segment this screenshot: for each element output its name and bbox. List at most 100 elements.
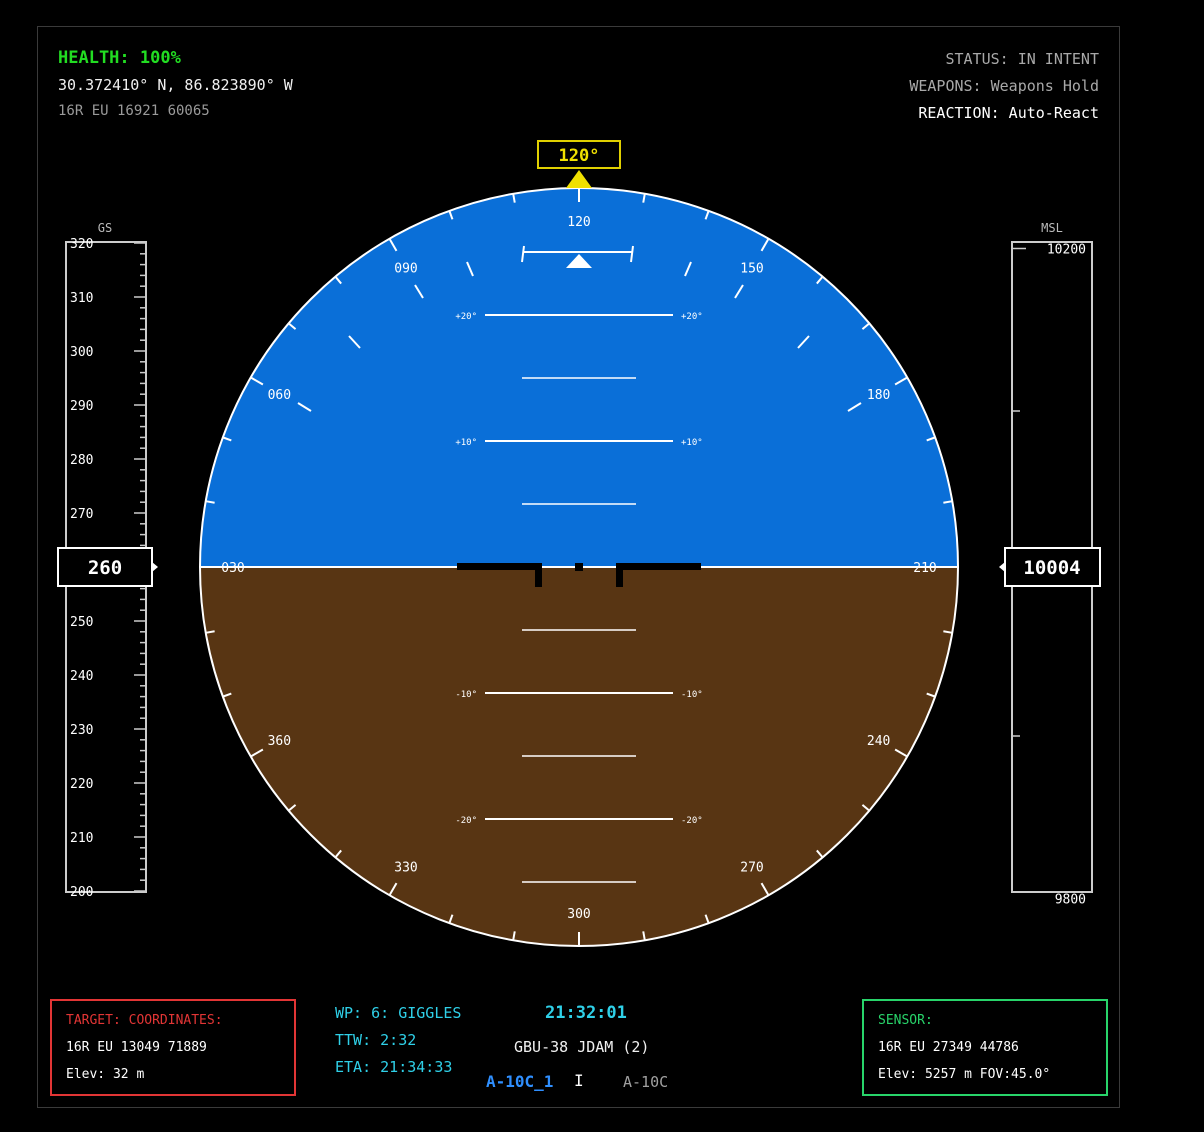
compass-tick [512,193,516,203]
airspeed-tick-label: 240 [70,669,93,684]
compass-tick [334,849,342,858]
compass-label: 360 [268,734,291,749]
compass-tick [861,804,870,812]
pitch-label-left: -20° [455,816,477,826]
waypoint-label: WP: 6: GIGGLES [335,1004,462,1022]
pitch-label-right: +20° [681,312,703,322]
airspeed-tick-label: 290 [70,399,93,414]
compass-labels: 030 060 090 120 150 180 210 240 270 300 330 360 [221,215,936,922]
mission-clock: 21:32:01 [545,1003,627,1023]
compass-tick [250,748,264,758]
compass-tick [388,882,398,896]
compass-tick [448,210,454,220]
target-mgrs: 16R EU 13049 71889 [66,1040,207,1055]
sensor-panel: SENSOR: 16R EU 27349 44786 Elev: 5257 m … [862,999,1108,1096]
compass-tick [943,630,953,634]
pitch-label-right: -10° [681,690,703,700]
callsign-active[interactable]: A-10C_1 [486,1072,554,1091]
compass-tick [642,931,646,941]
mgrs-coordinates: 16R EU 16921 60065 [58,103,210,119]
compass-tick [448,914,454,924]
pitch-label-left: -10° [455,690,477,700]
pitch-label-left: +20° [455,312,477,322]
compass-tick [760,238,770,252]
compass-label: 240 [867,734,890,749]
compass-tick [250,376,264,386]
intent-status: STATUS: IN INTENT [945,50,1099,68]
airspeed-tick-label: 210 [70,831,93,846]
altitude-label: MSL [1041,221,1063,235]
compass-label: 210 [913,561,936,576]
compass-tick [816,276,824,285]
pitch-label-right: -20° [681,816,703,826]
hud-panel [37,26,1120,1108]
airspeed-tick-label: 310 [70,291,93,306]
compass-tick [704,210,710,220]
heading-box [537,140,621,169]
airspeed-tick-label: 230 [70,723,93,738]
compass-tick [205,500,215,504]
aircraft-reference-symbol [457,563,701,587]
compass-tick [222,692,232,698]
weapons-status: WEAPONS: Weapons Hold [909,77,1099,95]
latlon-coordinates: 30.372410° N, 86.823890° W [58,76,293,94]
airspeed-tick-label: 280 [70,453,93,468]
compass-tick [512,931,516,941]
eta-label: ETA: 21:34:33 [335,1058,453,1076]
heading-readout: 120° [559,146,600,166]
airspeed-tick-label: 200 [70,885,93,900]
bank-scale [297,245,862,412]
airspeed-readout: 260 [88,557,122,579]
callsign-aircraft-type[interactable]: A-10C [623,1073,669,1091]
compass-tick [288,322,297,330]
airspeed-tick-label: 250 [70,615,93,630]
compass-label: 150 [740,261,763,276]
sky-fill [200,188,958,567]
compass-label: 300 [567,907,590,922]
compass-tick [943,500,953,504]
compass-tick [926,692,936,698]
sensor-title: SENSOR: [878,1013,933,1028]
compass-tick [894,748,908,758]
compass-tick [926,436,936,442]
health-status: HEALTH: 100% [58,48,181,68]
compass-tick [388,238,398,252]
time-to-waypoint: TTW: 2:32 [335,1031,417,1049]
airspeed-tick-label: 220 [70,777,93,792]
reaction-mode: REACTION: Auto-React [918,104,1099,122]
pitch-label-right: +10° [681,438,703,448]
compass-label: 180 [867,388,890,403]
altitude-tape: MSL 10400102009800 10004 [999,221,1101,908]
airspeed-tick-label: 270 [70,507,93,522]
compass-label: 060 [268,388,291,403]
compass-tick [704,914,710,924]
compass-tick [861,322,870,330]
target-elevation: Elev: 32 m [66,1067,145,1082]
airspeed-tick-label: 300 [70,345,93,360]
compass-tick [894,376,908,386]
altitude-tick-label: 9800 [1055,893,1086,908]
airspeed-tape: GS 320310300290280270250240230220210200 … [57,221,158,900]
compass-label: 330 [394,861,417,876]
sensor-mgrs: 16R EU 27349 44786 [878,1040,1019,1055]
compass-tick [760,882,770,896]
compass-ring [200,188,958,946]
altitude-tick-label: 10200 [1047,243,1086,258]
compass-tick [205,630,215,634]
compass-label: 030 [221,561,244,576]
heading-pointer [566,170,592,188]
compass-label: 120 [567,215,590,230]
airspeed-label: GS [98,221,112,235]
compass-tick [222,436,232,442]
compass-label: 270 [740,861,763,876]
compass-tick [642,193,646,203]
altitude-readout: 10004 [1023,557,1080,579]
pitch-ladder: +20°+20°+10°+10°-10°-10°-20°-20° [455,312,703,883]
target-panel: TARGET: COORDINATES: 16R EU 13049 71889 … [50,999,296,1096]
compass-tick [816,849,824,858]
target-title: TARGET: COORDINATES: [66,1013,223,1028]
compass-label: 090 [394,261,417,276]
callsign-separator: I [574,1071,584,1090]
airspeed-tick-label: 320 [70,237,93,252]
